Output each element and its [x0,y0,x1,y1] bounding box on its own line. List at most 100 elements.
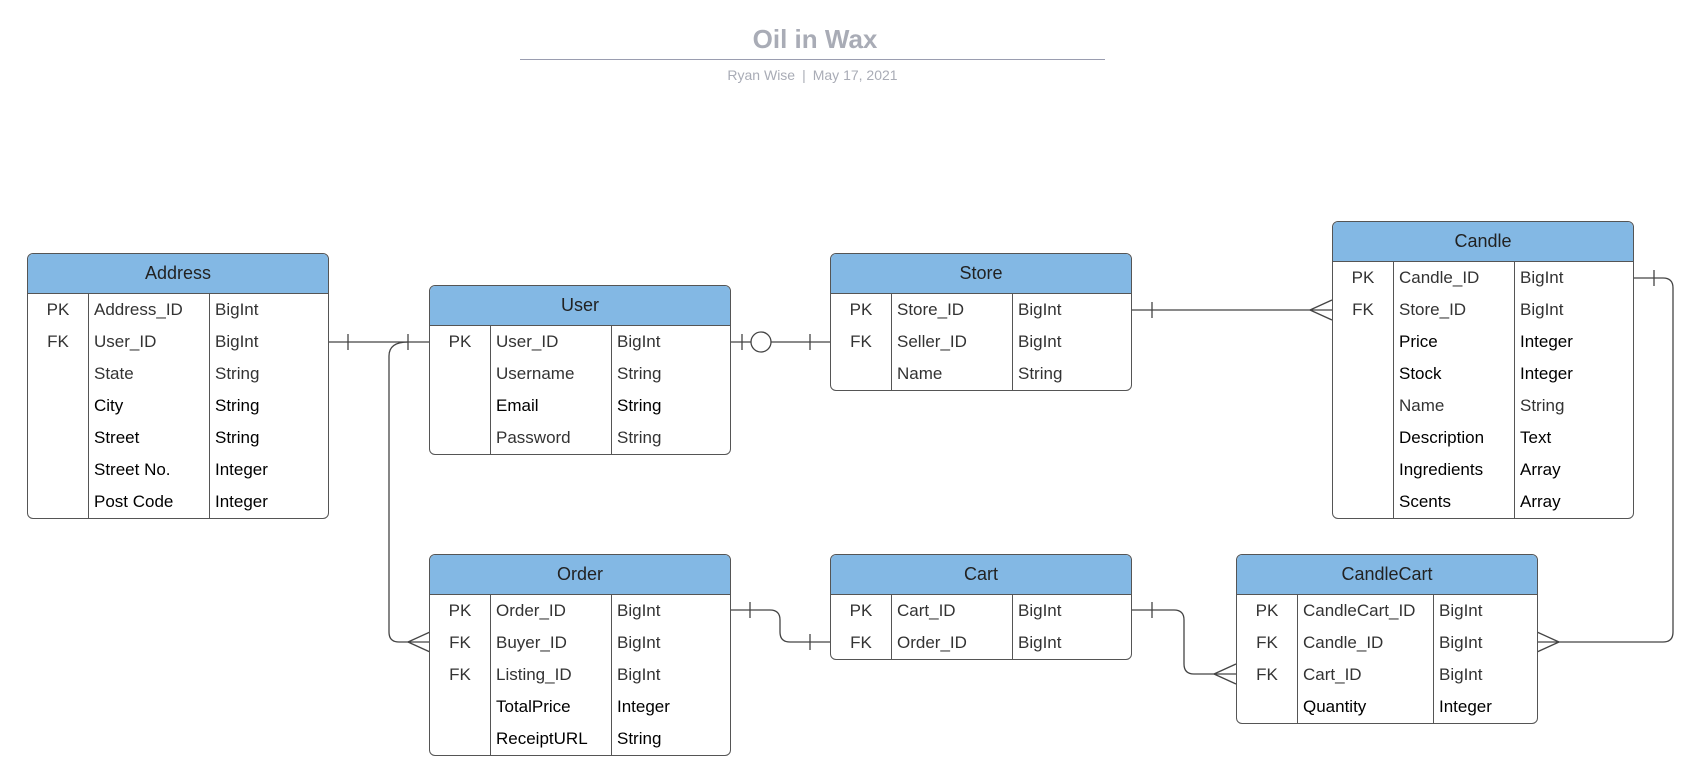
zero-marker [750,331,772,353]
connector-line [730,609,831,643]
field-name: Name [1394,390,1515,422]
field-name: Scents [1394,486,1515,518]
field-key: PK [430,326,491,358]
field-type: BigInt [1439,601,1483,620]
field-name: Quantity [1298,691,1434,723]
field-name: CandleCart_ID [1298,595,1434,627]
entity-field-row: City String [28,390,328,422]
field-key: FK [430,659,491,691]
field-type: BigInt [1018,300,1062,319]
field-key [1333,486,1394,518]
field-key [430,723,491,755]
relation-address-user [328,334,430,350]
field-name: User_ID [491,326,612,358]
field-key [430,358,491,390]
field-key [831,358,892,390]
field-key: FK [430,627,491,659]
field-name: User_ID [89,326,210,358]
field-type: String [215,396,260,415]
field-name: Seller_ID [892,326,1013,358]
relation-candle-candlecart [1536,270,1674,653]
field-name: Cart_ID [1298,659,1434,691]
relation-cart-candlecart [1131,602,1237,685]
diagram-title: Oil in Wax [752,24,878,54]
field-name: Cart_ID [892,595,1013,627]
field-name: Candle_ID [1394,262,1515,294]
field-key [1333,358,1394,390]
relation-user-order [388,341,431,653]
field-type: Integer [1439,697,1492,716]
field-type: BigInt [1018,633,1062,652]
field-type: Integer [215,492,268,511]
field-key: PK [831,595,892,627]
field-type: BigInt [1018,332,1062,351]
field-name: Ingredients [1394,454,1515,486]
field-name: Stock [1394,358,1515,390]
entity-field-row: Name String [1333,390,1633,422]
field-type: String [1520,396,1565,415]
field-type: String [617,364,662,383]
field-key: PK [430,595,491,627]
field-type: String [1018,364,1063,383]
field-name: Candle_ID [1298,627,1434,659]
field-name: Listing_ID [491,659,612,691]
field-key [28,454,89,486]
relation-order-cart [730,602,831,650]
field-type: Integer [617,697,670,716]
field-name: Store_ID [1394,294,1515,326]
field-key [1333,422,1394,454]
field-type: String [617,729,662,748]
field-type: BigInt [215,332,259,351]
field-key: FK [1237,627,1298,659]
field-type: String [215,364,260,383]
crowfoot-marker [1309,299,1333,311]
field-name: Order_ID [892,627,1013,659]
field-name: Email [491,390,612,422]
field-type: Integer [1520,332,1573,351]
field-key: FK [831,627,892,659]
field-name: Name [892,358,1013,390]
entity-field-row: Username String [430,358,730,390]
field-type: String [617,428,662,447]
field-type: Array [1520,460,1561,479]
crowfoot-marker [407,641,431,653]
field-key [28,390,89,422]
connector-line [1537,277,1674,643]
connector-line [1131,609,1236,675]
field-key: FK [831,326,892,358]
field-name: Username [491,358,612,390]
field-name: Description [1394,422,1515,454]
field-key [1237,691,1298,723]
author-name: Ryan Wise [727,67,796,83]
field-name: City [89,390,210,422]
entity-field-row: Quantity Integer [1237,691,1537,723]
